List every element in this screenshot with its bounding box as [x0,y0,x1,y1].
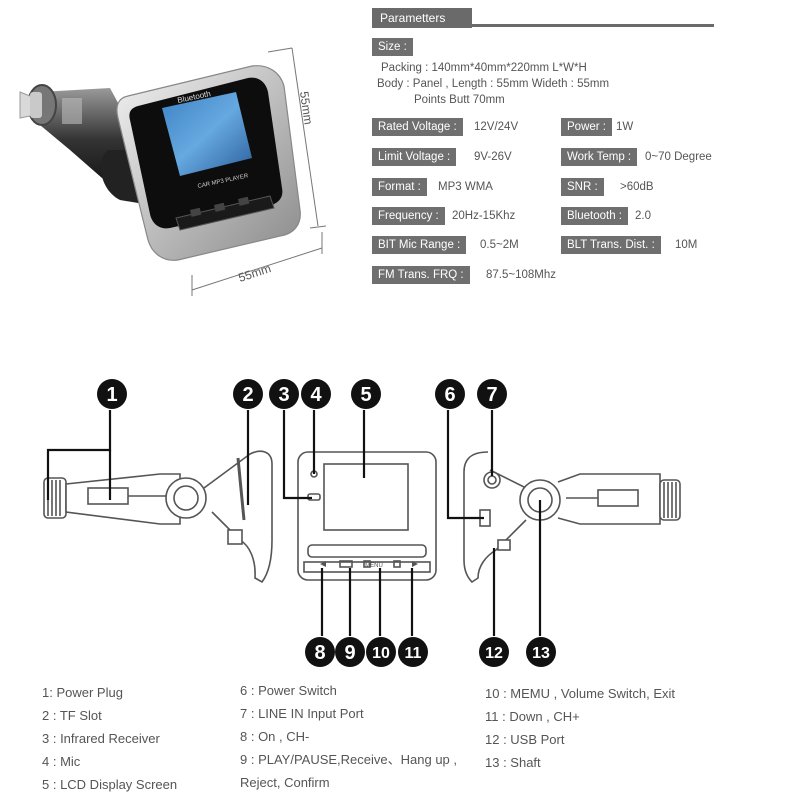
svg-text:9: 9 [344,642,355,664]
callout-5: 5 [351,379,381,409]
packing-text: Packing : 140mm*40mm*220mm L*W*H [381,62,587,74]
power-value: 1W [616,121,634,133]
legend-item-8: 8 : On , CH- [240,729,310,744]
legend-item-4: 4 : Mic [42,754,81,769]
dimension-lines [191,47,327,296]
legend-item-13: 13 : Shaft [485,755,541,770]
leader-lines [46,410,542,636]
callout-10: 10 [366,637,396,667]
callout-9: 9 [335,637,365,667]
callout-13: 13 [526,637,556,667]
menu-button-text: MENU [365,563,383,569]
legend-item-6: 6 : Power Switch [240,683,337,698]
svg-text:4: 4 [310,384,322,406]
format-label: Format : [372,178,427,196]
fm-trans-frq-value: 87.5~108Mhz [486,269,557,281]
work-temp-value: 0~70 Degree [645,151,712,163]
parameters-header: Parametters [372,4,714,28]
callout-6: 6 [435,379,465,409]
svg-text:1: 1 [106,384,117,406]
parameters-header-rule [462,24,714,27]
work-temp-label: Work Temp : [561,148,638,166]
svg-text:13: 13 [532,645,550,662]
svg-text:12: 12 [485,645,503,662]
rated-voltage-label: Rated Voltage : [372,118,463,136]
limit-voltage-label: Limit Voltage : [372,148,457,166]
svg-text:11: 11 [405,645,422,662]
callout-4: 4 [301,379,331,409]
front-view: MENU [297,451,437,581]
svg-text:2: 2 [242,384,253,406]
blt-trans-dist-label: BLT Trans. Dist. : [561,236,661,254]
legend-item-9-continued: Reject, Confirm [240,775,330,790]
parameters-header-label: Parametters [372,8,472,28]
bit-mic-range-value: 0.5~2M [480,239,519,251]
power-label: Power : [561,118,612,136]
side-view-left [43,450,273,584]
parts-diagram: MENU [43,379,681,667]
blt-trans-dist-value: 10M [675,239,698,251]
svg-text:10: 10 [372,645,390,662]
bluetooth-value: 2.0 [635,210,651,222]
svg-text:3: 3 [278,384,289,406]
size-label: Size : [372,38,413,56]
callout-8: 8 [305,637,335,667]
legend-item-7: 7 : LINE IN Input Port [240,706,364,721]
legend-item-2: 2 : TF Slot [42,708,102,723]
legend-item-9: 9 : PLAY/PAUSE,Receive、Hang up , [240,752,458,767]
points-butt-text: Points Butt 70mm [414,94,505,106]
legend-item-1: 1: Power Plug [42,685,123,700]
legend-item-11: 11 : Down , CH+ [485,709,580,724]
snr-value: >60dB [620,181,654,193]
callout-3: 3 [269,379,299,409]
legend-item-3: 3 : Infrared Receiver [42,731,160,746]
player-head: Bluetooth CAR MP3 PLAYER [116,65,301,261]
svg-text:7: 7 [486,384,497,406]
callout-11: 11 [398,637,428,667]
rated-voltage-value: 12V/24V [474,121,519,133]
frequency-label: Frequency : [372,207,445,225]
legend-item-10: 10 : MEMU , Volume Switch, Exit [485,686,676,701]
side-view-right [463,451,681,584]
limit-voltage-value: 9V-26V [474,151,512,163]
callout-7: 7 [477,379,507,409]
dimension-width-label: 55mm [237,261,273,285]
format-value: MP3 WMA [438,181,493,193]
legend-item-5: 5 : LCD Display Screen [42,777,178,792]
frequency-value: 20Hz-15Khz [452,210,516,222]
legend-item-12: 12 : USB Port [485,732,565,747]
body-text: Body : Panel , Length : 55mm Wideth : 55… [377,78,610,90]
svg-text:8: 8 [314,642,325,664]
callout-1: 1 [97,379,127,409]
product-illustration: Bluetooth CAR MP3 PLAYER 55mm 55mm [19,47,327,296]
snr-label: SNR : [561,178,604,196]
callout-markers: 1 2 3 4 5 6 7 8 9 10 11 12 13 [97,379,556,667]
bit-mic-range-label: BIT Mic Range : [372,236,467,254]
callout-12: 12 [479,637,509,667]
lcd-screen [162,92,252,176]
svg-text:5: 5 [360,384,371,406]
svg-text:6: 6 [444,384,455,406]
dimension-height-label: 55mm [297,90,316,125]
bluetooth-label: Bluetooth : [561,207,628,225]
callout-2: 2 [233,379,263,409]
fm-trans-frq-label: FM Trans. FRQ : [372,266,470,284]
